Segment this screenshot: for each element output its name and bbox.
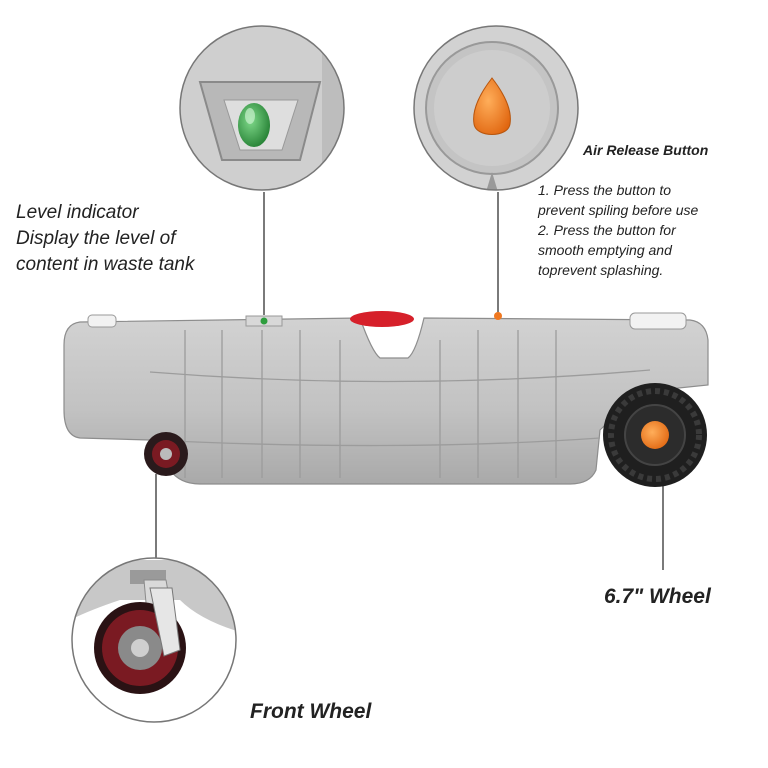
- air-release-steps: 1. Press the button to prevent spiling b…: [538, 180, 698, 280]
- level-line-1: Level indicator: [16, 202, 139, 223]
- waste-tank: [63, 311, 709, 485]
- level-indicator-label: Level indicator Display the level of con…: [16, 200, 195, 278]
- rear-wheel: [603, 383, 707, 487]
- air-release-zoom: [413, 25, 579, 191]
- orange-button: [473, 77, 511, 135]
- level-line-3: content in waste tank: [16, 254, 195, 275]
- level-line-2: Display the level of: [16, 228, 176, 249]
- air-step-line-2: prevent spiling before use: [538, 202, 699, 218]
- front-wheel-zoom: [71, 557, 237, 723]
- air-step-line-4: smooth emptying and: [538, 242, 672, 258]
- air-step-line-5: toprevent splashing.: [538, 262, 664, 278]
- front-wheel-label: Front Wheel: [250, 700, 372, 723]
- caster-wheel-small: [144, 432, 188, 476]
- level-indicator-zoom: [179, 25, 345, 191]
- wheel-size-label: 6.7" Wheel: [604, 585, 711, 608]
- air-release-title: Air Release Button: [583, 142, 709, 158]
- air-step-line-1: 1. Press the button to: [538, 182, 672, 198]
- leader-lines: [155, 192, 664, 570]
- air-step-line-3: 2. Press the button for: [538, 222, 676, 238]
- red-cap: [350, 311, 414, 327]
